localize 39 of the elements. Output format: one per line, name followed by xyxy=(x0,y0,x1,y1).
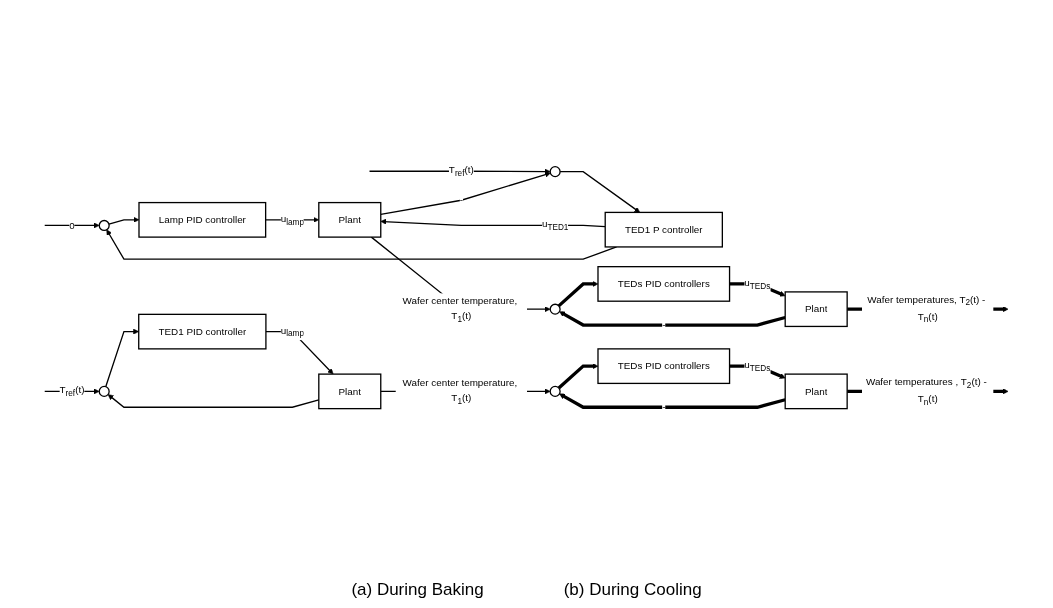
arrow xyxy=(44,222,100,229)
node-box: TED1 PID controller xyxy=(138,313,267,350)
node-circle xyxy=(98,219,110,232)
edge-label: u$_{lamp}$ xyxy=(280,324,305,339)
node-box: Plant xyxy=(318,201,382,238)
edge-label: u$_{lamp}$ xyxy=(280,212,305,227)
node-circle xyxy=(98,385,110,397)
edge-label: - xyxy=(662,401,666,413)
edge-label: Wafer center temperature, T$_{1}$(t) xyxy=(402,376,518,406)
edge-label: u$_{TED1}$ xyxy=(541,218,569,233)
arrow xyxy=(559,393,786,409)
edge-label: u$_{TEDs}$ xyxy=(744,358,771,373)
node-circle xyxy=(549,385,561,397)
edge-label: - xyxy=(662,318,666,331)
arrow xyxy=(559,170,641,213)
edge-label: 0 xyxy=(69,219,75,231)
edge-label: u$_{TEDs}$ xyxy=(744,276,771,291)
arrow xyxy=(265,330,334,375)
edge-label: Wafer center temperature, T$_{1}$(t) xyxy=(402,294,518,324)
panel-caption: (a) During Baking xyxy=(351,580,484,600)
node-box: Lamp PID controller xyxy=(138,201,267,238)
node-circle xyxy=(549,303,561,315)
edge-label: Wafer temperatures, T$_{2}$(t) - T$_{n}$(t) xyxy=(867,293,986,325)
arrow xyxy=(380,171,551,216)
node-box: Plant xyxy=(784,291,848,328)
edge-label: Wafer temperatures , T$_{2}$(t) - T$_{n}$(t) xyxy=(865,375,987,407)
edge-label: - xyxy=(459,194,463,206)
node-box: TED1 P controller xyxy=(604,211,723,248)
arrow xyxy=(105,328,139,388)
arrow xyxy=(559,311,786,327)
node-circle xyxy=(549,166,561,178)
arrow xyxy=(108,216,140,225)
node-box: TEDs PID controllers xyxy=(597,266,731,302)
node-box: Plant xyxy=(318,373,382,410)
node-box: Plant xyxy=(784,373,848,410)
node-box: TEDs PID controllers xyxy=(597,348,731,385)
edge-label: T$_{ref}$(t) xyxy=(448,164,474,178)
panel-caption: (b) During Cooling xyxy=(563,580,702,600)
edge-label: T$_{ref}$(t) xyxy=(59,384,85,399)
